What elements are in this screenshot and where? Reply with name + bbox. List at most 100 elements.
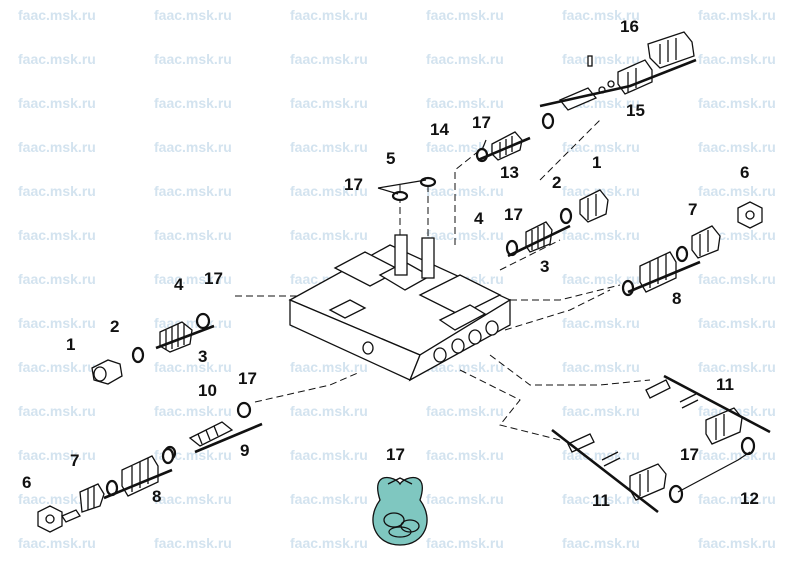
callout-1-a: 1 (592, 153, 601, 172)
watermark-text: faac.msk.ru (154, 227, 232, 243)
part-oring-15 (541, 112, 555, 130)
watermark-text: faac.msk.ru (698, 95, 776, 111)
watermark-text: faac.msk.ru (562, 7, 640, 23)
watermark-text: faac.msk.ru (426, 447, 504, 463)
watermark-text: faac.msk.ru (154, 403, 232, 419)
watermark-text: faac.msk.ru (698, 535, 776, 551)
watermark-text: faac.msk.ru (18, 447, 96, 463)
callout-11-a: 11 (716, 375, 734, 394)
watermark-text: faac.msk.ru (154, 183, 232, 199)
watermark-text: faac.msk.ru (154, 95, 232, 111)
callout-labels: 16 15 14 17 13 5 17 1 2 4 17 3 6 7 8 4 1… (22, 17, 759, 510)
watermark-text: faac.msk.ru (18, 7, 96, 23)
watermark-text: faac.msk.ru (698, 139, 776, 155)
watermark-text: faac.msk.ru (18, 535, 96, 551)
part-shaft-lower-11 (567, 433, 667, 501)
part-oring-right-8 (675, 245, 689, 263)
callout-2-b: 2 (110, 317, 119, 336)
callout-17-g: 17 (680, 445, 699, 464)
callout-3-a: 3 (540, 257, 549, 276)
callout-7-b: 7 (70, 451, 79, 470)
watermark-text: faac.msk.ru (154, 51, 232, 67)
watermark-text: faac.msk.ru (562, 403, 640, 419)
watermark-text: faac.msk.ru (426, 227, 504, 243)
part-oring-left-17 (195, 312, 211, 330)
watermark-text: faac.msk.ru (18, 227, 96, 243)
callout-17-b: 17 (344, 175, 363, 194)
watermark-text: faac.msk.ru (698, 271, 776, 287)
watermark-text: faac.msk.ru (18, 403, 96, 419)
callout-14: 14 (430, 120, 449, 139)
callout-17-a: 17 (472, 113, 491, 132)
part-sleeve-15 (558, 87, 598, 111)
watermark-text: faac.msk.ru (18, 183, 96, 199)
callout-4-a: 4 (474, 209, 484, 228)
watermark-text: faac.msk.ru (698, 51, 776, 67)
watermark-text: faac.msk.ru (562, 271, 640, 287)
watermark-text: faac.msk.ru (290, 139, 368, 155)
callout-8-a: 8 (672, 289, 681, 308)
watermark-text: faac.msk.ru (154, 359, 232, 375)
part-washer-right-2 (559, 207, 573, 225)
part-knob-left-7 (79, 483, 105, 513)
watermark-text: faac.msk.ru (426, 183, 504, 199)
watermark-text: faac.msk.ru (18, 271, 96, 287)
watermark-text: faac.msk.ru (698, 359, 776, 375)
part-cap-left (91, 359, 123, 385)
callout-12: 12 (740, 489, 759, 508)
watermark-text: faac.msk.ru (698, 7, 776, 23)
callout-6-a: 6 (740, 163, 749, 182)
callout-13: 13 (500, 163, 519, 182)
part-shaft-upper-11 (645, 379, 743, 445)
callout-17-c: 17 (504, 205, 523, 224)
watermark-text: faac.msk.ru (562, 535, 640, 551)
watermark-text: faac.msk.ru (698, 447, 776, 463)
watermark-text: faac.msk.ru (426, 7, 504, 23)
callout-3-b: 3 (198, 347, 207, 366)
watermark-text: faac.msk.ru (426, 403, 504, 419)
part-knob-right-7 (691, 225, 721, 259)
watermark-text: faac.msk.ru (154, 491, 232, 507)
watermark-text: faac.msk.ru (426, 491, 504, 507)
part-gear-left-6 (37, 505, 81, 533)
watermark-text: faac.msk.ru (562, 315, 640, 331)
callout-10: 10 (198, 381, 217, 400)
callout-9: 9 (240, 441, 249, 460)
part-cylinder-16 (647, 31, 695, 69)
watermark-text: faac.msk.ru (154, 315, 232, 331)
watermark-text: faac.msk.ru (698, 491, 776, 507)
part-washer-left (131, 346, 145, 364)
callout-8-b: 8 (152, 487, 161, 506)
leader-lines (377, 139, 751, 493)
watermark-text: faac.msk.ru (154, 271, 232, 287)
watermark-text: faac.msk.ru (562, 491, 640, 507)
part-oring-cage-left (161, 447, 175, 465)
callout-16: 16 (620, 17, 639, 36)
watermark-text: faac.msk.ru (426, 359, 504, 375)
watermark-text: faac.msk.ru (562, 139, 640, 155)
callout-7-a: 7 (688, 200, 697, 219)
watermark-text: faac.msk.ru (698, 183, 776, 199)
watermark-text: faac.msk.ru (290, 447, 368, 463)
spare-parts-bag (372, 476, 428, 546)
watermark-text: faac.msk.ru (18, 315, 96, 331)
watermark-text: faac.msk.ru (290, 51, 368, 67)
part-oring-10 (236, 401, 252, 419)
callout-17-f: 17 (386, 445, 405, 464)
watermark-text: faac.msk.ru (426, 51, 504, 67)
watermark-text: faac.msk.ru (18, 491, 96, 507)
watermark-text: faac.msk.ru (290, 95, 368, 111)
watermark-text: faac.msk.ru (562, 359, 640, 375)
watermark-text: faac.msk.ru (154, 139, 232, 155)
watermark-text: faac.msk.ru (154, 7, 232, 23)
watermark-text: faac.msk.ru (562, 447, 640, 463)
valve-block (288, 234, 512, 382)
callout-2-a: 2 (552, 173, 561, 192)
watermark-text: faac.msk.ru (290, 359, 368, 375)
group-brackets (103, 58, 771, 514)
callout-15: 15 (626, 101, 645, 120)
callout-4-b: 4 (174, 275, 184, 294)
watermark-text: faac.msk.ru (18, 139, 96, 155)
watermark-text: faac.msk.ru (426, 95, 504, 111)
